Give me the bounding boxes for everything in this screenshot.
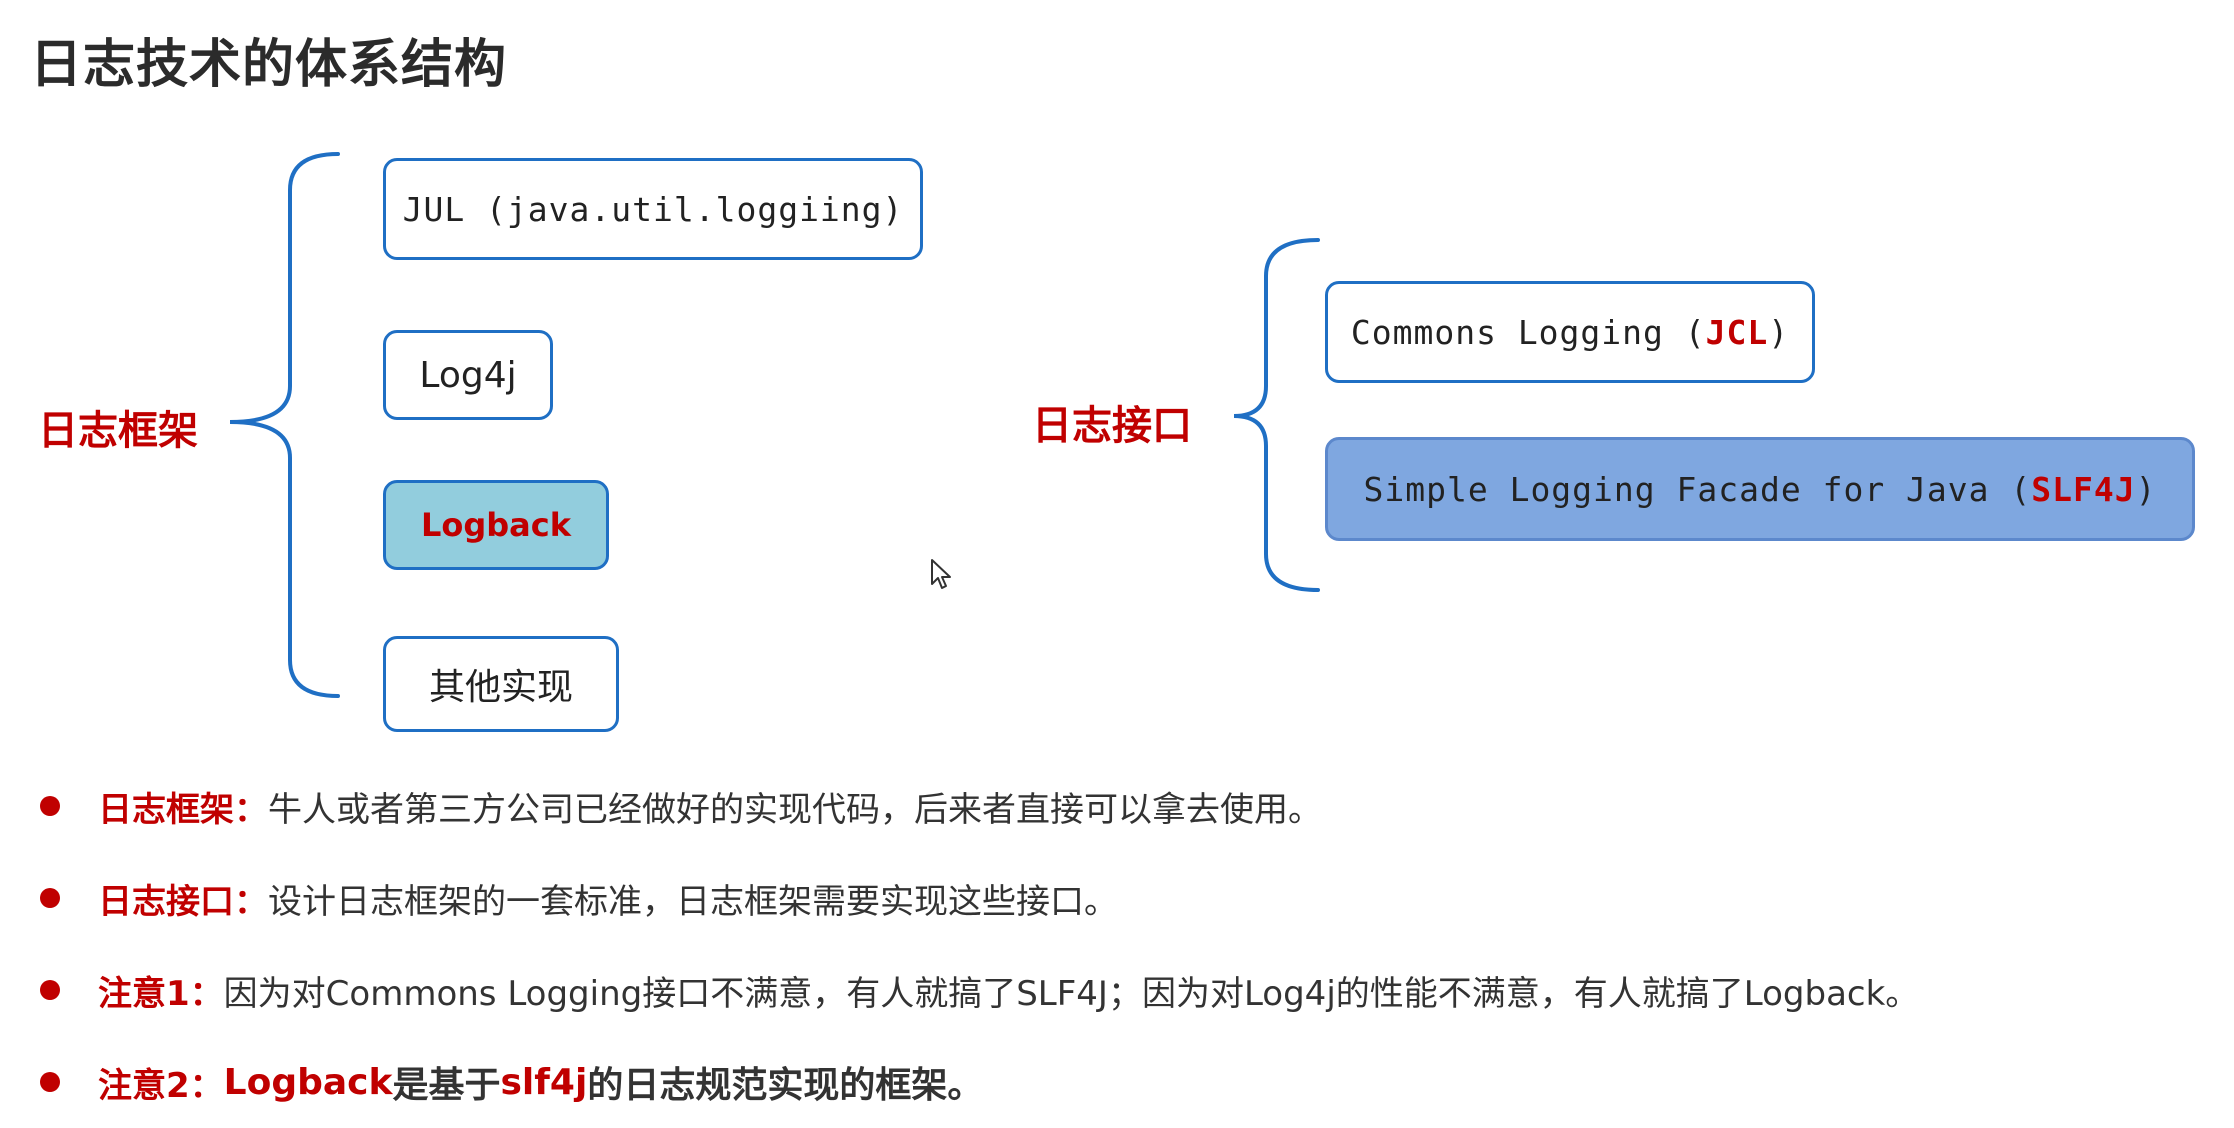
- interface-jcl-suffix: ): [1768, 312, 1790, 352]
- note-text: 设计日志框架的一套标准，日志框架需要实现这些接口。: [268, 881, 1118, 922]
- bullet-dot-icon: [40, 796, 60, 816]
- bullet-dot-icon: [40, 888, 60, 908]
- framework-box-jul[interactable]: JUL (java.util.loggiing): [383, 158, 923, 260]
- interface-slf4j-prefix: Simple Logging Facade for Java (: [1363, 469, 2032, 509]
- page-title: 日志技术的体系结构: [30, 35, 508, 95]
- interface-box-slf4j[interactable]: Simple Logging Facade for Java (SLF4J): [1325, 437, 2195, 541]
- note-logback: Logback: [223, 1061, 393, 1103]
- interfaces-brace: [1233, 238, 1320, 592]
- note-title: 日志接口：: [98, 881, 268, 922]
- bullet-dot-icon: [40, 980, 60, 1000]
- interface-box-jcl[interactable]: Commons Logging (JCL): [1325, 281, 1815, 383]
- note-text: 的日志规范实现的框架。: [587, 1065, 984, 1106]
- frameworks-brace: [229, 152, 340, 698]
- note-title: 日志框架：: [98, 789, 268, 830]
- framework-box-other[interactable]: 其他实现: [383, 636, 619, 732]
- note-text: 是基于: [392, 1065, 501, 1106]
- framework-box-log4j[interactable]: Log4j: [383, 330, 553, 420]
- interface-slf4j-suffix: ): [2135, 469, 2157, 509]
- note-item: 日志接口： 设计日志框架的一套标准，日志框架需要实现这些接口。: [30, 852, 2210, 944]
- bullet-dot-icon: [40, 1072, 60, 1092]
- interfaces-label: 日志接口: [1032, 403, 1192, 449]
- note-item: 日志框架： 牛人或者第三方公司已经做好的实现代码，后来者直接可以拿去使用。: [30, 760, 2210, 852]
- interface-slf4j-abbr: SLF4J: [2031, 469, 2136, 509]
- mouse-pointer-icon: [931, 559, 951, 589]
- framework-label-jul: JUL (java.util.loggiing): [402, 189, 904, 229]
- framework-label-log4j: Log4j: [419, 354, 517, 396]
- framework-label-other: 其他实现: [428, 667, 573, 708]
- interface-jcl-abbr: JCL: [1705, 312, 1769, 352]
- notes-list: 日志框架： 牛人或者第三方公司已经做好的实现代码，后来者直接可以拿去使用。 日志…: [30, 760, 2210, 1128]
- interface-jcl-prefix: Commons Logging (: [1350, 312, 1706, 352]
- frameworks-label: 日志框架: [38, 408, 198, 454]
- note-item: 注意1： 因为对Commons Logging接口不满意，有人就搞了SLF4J；…: [30, 944, 2210, 1036]
- framework-label-logback: Logback: [420, 506, 572, 544]
- note-text: 牛人或者第三方公司已经做好的实现代码，后来者直接可以拿去使用。: [268, 789, 1322, 830]
- framework-box-logback[interactable]: Logback: [383, 480, 609, 570]
- note-title: 注意1：: [98, 973, 224, 1014]
- note-title: 注意2：: [98, 1065, 224, 1106]
- note-item: 注意2： Logback 是基于 slf4j 的日志规范实现的框架。: [30, 1036, 2210, 1128]
- note-slf4j: slf4j: [500, 1061, 588, 1103]
- note-text: 因为对Commons Logging接口不满意，有人就搞了SLF4J；因为对Lo…: [223, 973, 1920, 1014]
